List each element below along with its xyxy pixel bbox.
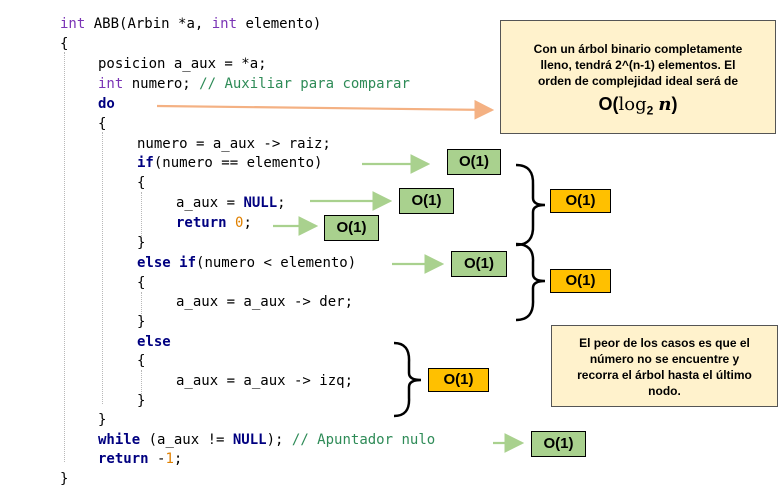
complexity-box-else-if-total: O(1) bbox=[550, 269, 611, 293]
indent-guide bbox=[141, 292, 142, 316]
code-line: int numero; // Auxiliar para comparar bbox=[98, 75, 410, 95]
code-line: if(numero == elemento) bbox=[137, 154, 322, 174]
keyword: int bbox=[60, 16, 86, 32]
code-line: { bbox=[98, 116, 107, 132]
indent-guide bbox=[141, 370, 142, 394]
note-text: lleno, tendrá 2^(n-1) elementos. El bbox=[540, 58, 736, 72]
note-worst-case: El peor de los casos es que el número no… bbox=[551, 325, 778, 407]
keyword: NULL bbox=[232, 432, 267, 448]
note-text: El peor de los casos es que el bbox=[579, 336, 750, 350]
complexity-box-return: O(1) bbox=[324, 215, 379, 241]
code-line: a_aux = a_aux -> izq; bbox=[176, 373, 354, 389]
keyword: else if bbox=[137, 255, 197, 271]
code-line: } bbox=[137, 235, 146, 251]
code-line: else if(numero < elemento) bbox=[137, 254, 356, 274]
code-text: elemento) bbox=[237, 16, 322, 32]
code-line: } bbox=[60, 471, 69, 487]
number-literal: 1 bbox=[165, 451, 174, 467]
keyword: if bbox=[137, 155, 154, 171]
complexity-box-else-total: O(1) bbox=[428, 368, 489, 392]
keyword: return bbox=[98, 451, 149, 467]
keyword: int bbox=[98, 76, 124, 92]
code-text: (numero < elemento) bbox=[196, 255, 357, 271]
code-text: ABB(Arbin *a, bbox=[85, 16, 212, 32]
code-line: { bbox=[60, 36, 69, 52]
arrow-do-to-note bbox=[156, 99, 495, 120]
code-line: a_aux = NULL; bbox=[176, 194, 286, 214]
brace-if-block bbox=[515, 163, 546, 247]
complexity-formula: O(log2 n) bbox=[501, 91, 775, 124]
note-text: número no se encuentre y bbox=[589, 352, 740, 366]
code-line: } bbox=[137, 393, 146, 409]
code-text: (a_aux != bbox=[140, 432, 233, 448]
code-text: a_aux = bbox=[176, 195, 244, 211]
indent-guide bbox=[102, 132, 103, 404]
code-text: ; bbox=[243, 215, 252, 231]
formula-base: 2 bbox=[646, 103, 654, 118]
code-line: do bbox=[98, 96, 115, 112]
number-literal: 0 bbox=[235, 215, 244, 231]
indent-guide bbox=[141, 192, 142, 236]
code-line: { bbox=[137, 275, 146, 291]
complexity-box-while: O(1) bbox=[531, 431, 586, 457]
formula-prefix: O( bbox=[598, 94, 619, 114]
note-text: nodo. bbox=[648, 384, 681, 398]
code-text: numero; bbox=[123, 76, 200, 92]
code-line: return -1; bbox=[98, 450, 182, 470]
note-best-case: Con un árbol binario completamente lleno… bbox=[500, 20, 776, 134]
code-line: else bbox=[137, 334, 171, 350]
indent-guide bbox=[64, 52, 65, 462]
code-text: ; bbox=[277, 195, 286, 211]
keyword: while bbox=[98, 432, 141, 448]
code-line: return 0; bbox=[176, 214, 252, 234]
formula-log: log bbox=[618, 94, 647, 115]
keyword: return bbox=[176, 215, 227, 231]
code-line: posicion a_aux = *a; bbox=[98, 56, 267, 72]
code-comment: // Apuntador nulo bbox=[291, 432, 436, 448]
code-line: while (a_aux != NULL); // Apuntador nulo bbox=[98, 431, 435, 451]
code-text: (numero == elemento) bbox=[153, 155, 323, 171]
code-line: { bbox=[137, 175, 146, 191]
keyword: NULL bbox=[243, 195, 278, 211]
code-comment: // Auxiliar para comparar bbox=[199, 76, 410, 92]
code-line: a_aux = a_aux -> der; bbox=[176, 294, 354, 310]
code-text: ); bbox=[266, 432, 292, 448]
code-line: { bbox=[137, 353, 146, 369]
complexity-box-if: O(1) bbox=[447, 149, 501, 175]
code-text: ; bbox=[173, 451, 183, 467]
code-line: int ABB(Arbin *a, int elemento) bbox=[60, 15, 321, 35]
note-text: recorra el árbol hasta el último bbox=[577, 368, 752, 382]
formula-suffix: ) bbox=[671, 94, 678, 114]
keyword: int bbox=[211, 16, 238, 32]
brace-else-block bbox=[393, 341, 422, 418]
code-line: } bbox=[137, 314, 146, 330]
code-line: } bbox=[98, 412, 107, 428]
complexity-box-if-total: O(1) bbox=[550, 189, 611, 213]
note-text: Con un árbol binario completamente bbox=[533, 42, 743, 56]
brace-else-if-block bbox=[515, 242, 546, 322]
code-line: numero = a_aux -> raiz; bbox=[137, 136, 331, 152]
note-text: orden de complejidad ideal será de bbox=[537, 74, 739, 88]
complexity-box-null: O(1) bbox=[399, 188, 454, 214]
complexity-box-else-if: O(1) bbox=[451, 251, 507, 277]
code-text: - bbox=[148, 451, 166, 467]
formula-var: n bbox=[658, 94, 672, 115]
